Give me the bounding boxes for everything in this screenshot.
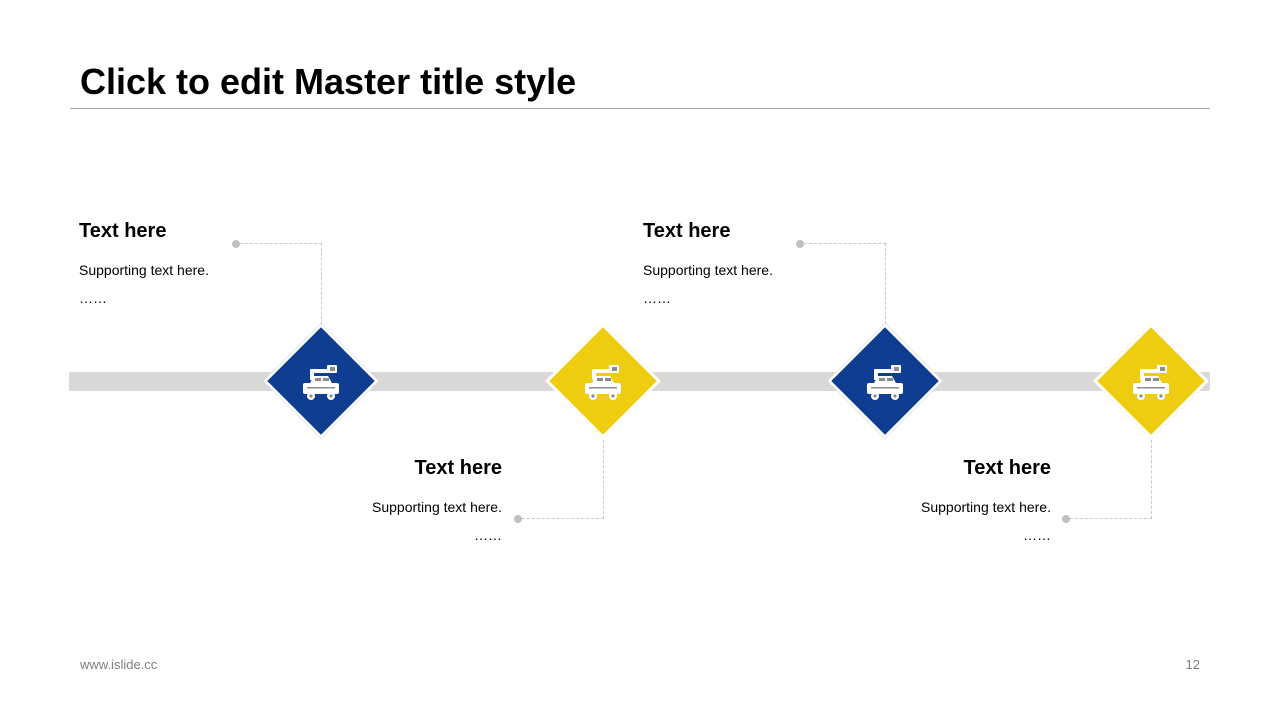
milestone-1-ellipsis: …… — [79, 290, 107, 306]
milestone-2-heading[interactable]: Text here — [414, 457, 502, 479]
crane-truck-icon — [297, 357, 345, 405]
slide-title[interactable]: Click to edit Master title style — [80, 61, 577, 102]
connector-dot-3 — [796, 240, 804, 248]
milestone-4-ellipsis: …… — [1023, 527, 1051, 543]
page-number: 12 — [1185, 657, 1200, 672]
connector-dot-1 — [232, 240, 240, 248]
milestone-1-text[interactable]: Supporting text here. …… — [79, 256, 209, 312]
crane-truck-icon — [579, 357, 627, 405]
crane-truck-icon — [861, 357, 909, 405]
title-divider — [70, 108, 1210, 109]
milestone-2-text[interactable]: Supporting text here. …… — [372, 493, 502, 549]
milestone-2-supporting-text: Supporting text here. — [372, 499, 502, 515]
crane-truck-icon — [1127, 357, 1175, 405]
milestone-4-text[interactable]: Supporting text here. …… — [921, 493, 1051, 549]
milestone-3-ellipsis: …… — [643, 290, 671, 306]
connector-4 — [1070, 440, 1152, 519]
connector-1 — [240, 243, 322, 324]
milestone-4-heading[interactable]: Text here — [963, 457, 1051, 479]
connector-3 — [804, 243, 886, 324]
connector-dot-2 — [514, 515, 522, 523]
milestone-4-supporting-text: Supporting text here. — [921, 499, 1051, 515]
connector-2 — [522, 440, 604, 519]
footer-url: www.islide.cc — [80, 657, 158, 672]
milestone-3-supporting-text: Supporting text here. — [643, 262, 773, 278]
milestone-1-supporting-text: Supporting text here. — [79, 262, 209, 278]
milestone-2-ellipsis: …… — [474, 527, 502, 543]
connector-dot-4 — [1062, 515, 1070, 523]
milestone-3-text[interactable]: Supporting text here. …… — [643, 256, 773, 312]
milestone-3-heading[interactable]: Text here — [643, 220, 731, 242]
milestone-1-heading[interactable]: Text here — [79, 220, 167, 242]
